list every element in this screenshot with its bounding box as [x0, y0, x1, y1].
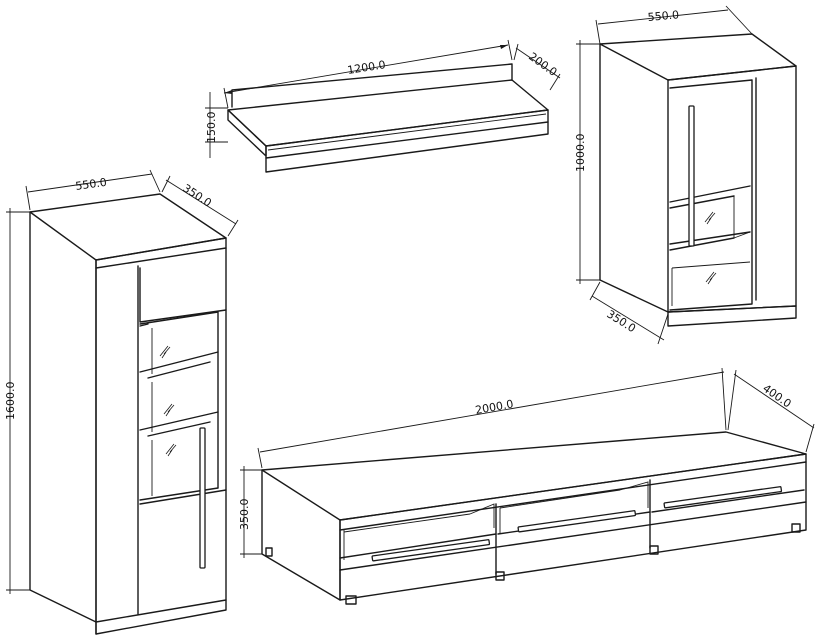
- vitrine-width-label: 550.0: [75, 176, 108, 193]
- shelf-depth-dimension: [513, 43, 561, 91]
- cabinet-depth-dimension: [589, 281, 669, 345]
- vitrine-height-label: 1600.0: [4, 382, 17, 421]
- shelf-height-label: 150.0: [205, 112, 218, 144]
- shelf-height-dimension: [205, 92, 228, 158]
- vitrine-width-dimension: [25, 169, 161, 211]
- tv-depth-label: 400.0: [760, 382, 793, 411]
- vitrine-height-dimension: [6, 208, 30, 594]
- tv-width-dimension: [257, 367, 727, 469]
- cabinet-width-label: 550.0: [647, 8, 680, 24]
- cabinet-width-dimension: [595, 5, 753, 45]
- shelf-width-dimension: [223, 39, 513, 109]
- wall-cabinet: [599, 33, 797, 327]
- cabinet-depth-label: 350.0: [604, 308, 638, 336]
- tv-stand: [261, 431, 807, 605]
- tv-width-label: 2000.0: [474, 397, 514, 416]
- tv-depth-dimension: [727, 369, 815, 453]
- vitrine-depth-label: 350.0: [180, 182, 213, 210]
- cabinet-height-label: 1000.0: [574, 134, 587, 173]
- tall-vitrine: [29, 193, 227, 635]
- cabinet-height-dimension: [576, 40, 600, 284]
- wall-shelf: [227, 63, 549, 173]
- tv-height-dimension: [240, 466, 262, 558]
- vitrine-depth-dimension: [161, 175, 239, 237]
- shelf-depth-label: 200.0: [526, 50, 559, 79]
- tv-height-label: 350.0: [238, 499, 251, 531]
- shelf-width-label: 1200.0: [346, 58, 386, 77]
